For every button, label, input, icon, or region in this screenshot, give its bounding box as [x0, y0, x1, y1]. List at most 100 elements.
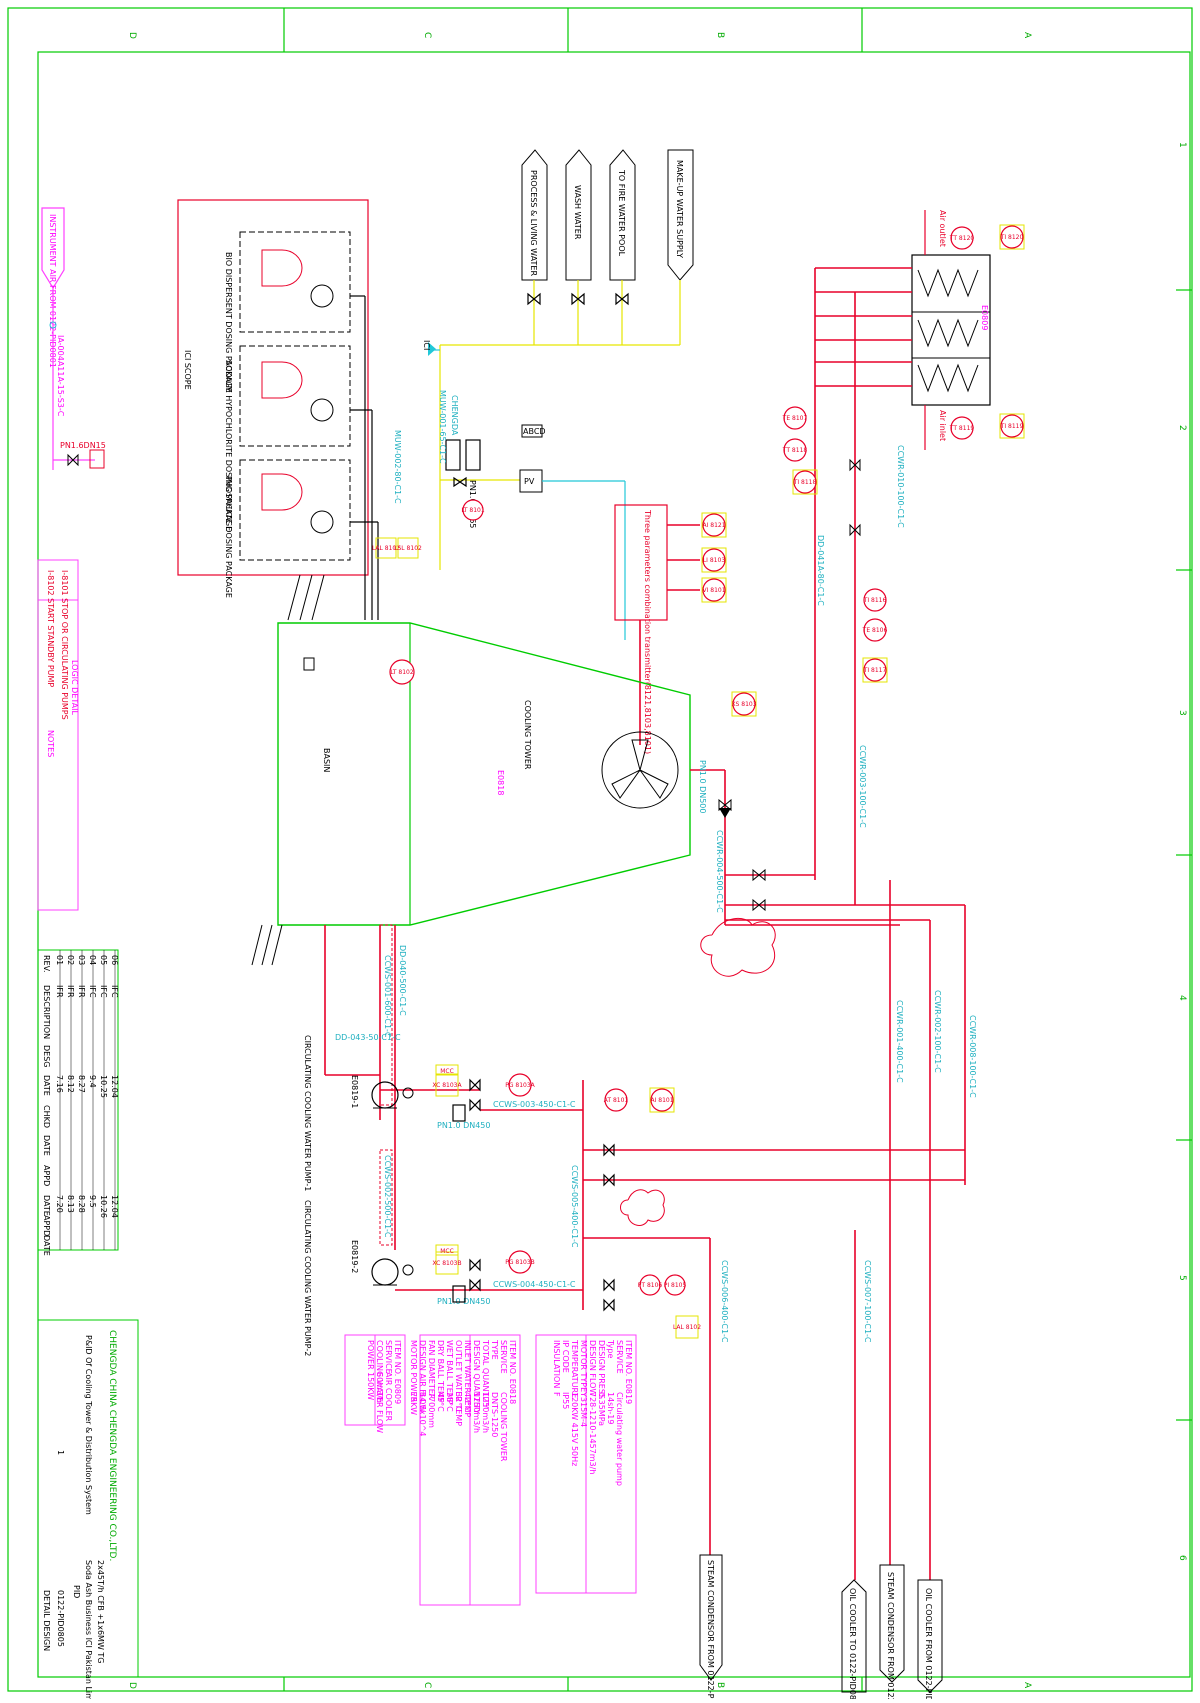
svg-text:LSL 8102: LSL 8102: [394, 545, 422, 552]
instrument-bubble: LAL 8102: [673, 1315, 701, 1339]
instrument-air-tag: PN1.6DN15: [60, 441, 106, 450]
zone-letter: C: [422, 1682, 432, 1688]
supply-1-spool: [379, 924, 393, 1106]
svg-text:AT 8101: AT 8101: [604, 1097, 629, 1104]
spec-row-value: 42°C: [463, 1392, 472, 1412]
instrument-bubble: TE 8107: [782, 406, 807, 430]
pv-label: PV: [524, 477, 535, 486]
revision-cell: 12.04: [110, 1075, 119, 1098]
svg-text:TI 8116: TI 8116: [863, 597, 887, 604]
svg-text:TI 8117: TI 8117: [863, 667, 887, 674]
instrument-air-line: IA-004A11A-15-S3-C: [56, 335, 65, 417]
destination-arrows: STEAM CONDENSOR FROM 0122-PID0801 OIL CO…: [699, 1554, 943, 1703]
spec-row-value: 728-1210-1457m3/h: [588, 1392, 597, 1474]
spec-row-label: POWER: [366, 1340, 375, 1370]
abcd-box: [521, 424, 543, 438]
spec-row-value: 1250m3/h: [472, 1392, 481, 1433]
spec-row-label: TOTAL QUANTITY: [481, 1339, 490, 1409]
svg-text:MCC: MCC: [440, 1068, 454, 1075]
revision-cell: 9.5: [88, 1195, 97, 1208]
tower-fan: [601, 731, 679, 809]
spec-row-label: DESIGN PRESS: [597, 1340, 606, 1399]
instrument-bubble: LSL 8102: [394, 537, 422, 559]
revision-cell: 12.04: [110, 1195, 119, 1218]
spec-row-value: COOLING TOWER: [499, 1392, 508, 1462]
instrument-bubble: PG 8103A: [505, 1073, 536, 1097]
instrument-bubble: MCC: [435, 1064, 459, 1076]
zone-numbers-right: 1 2 3 4 5 6: [1177, 142, 1187, 1561]
revision-cloud: [620, 1189, 665, 1226]
pn-dn500-label: PN1.0 DN500: [698, 760, 707, 814]
revision-cell: 7.16: [55, 1075, 64, 1093]
svg-text:PT 8106: PT 8106: [638, 1282, 663, 1289]
makeup-line-1: MUW-001-65-C1-C: [438, 390, 447, 464]
dosing-package-phosphate: PHOSPHATE DOSING PACKAGE: [224, 459, 351, 598]
revision-header: DATE: [42, 1195, 51, 1216]
instrument-bubble: AI 8101: [649, 1087, 675, 1113]
svg-text:MCC: MCC: [440, 1248, 454, 1255]
water-line-label: WASH WATER: [573, 185, 582, 240]
spec-row-value: 1250m3/h: [481, 1392, 490, 1433]
spec-row-label: MOTOR POWER: [409, 1340, 418, 1403]
air-cooler-coils: [917, 268, 979, 393]
supply-6-label: CCWS-006-400-C1-C: [720, 1260, 729, 1343]
zone-number: 5: [1177, 1275, 1187, 1281]
svg-text:AI 8121: AI 8121: [702, 522, 725, 529]
instrument-bubble: TI 8116: [863, 588, 887, 612]
instrument-bubble: LAL 8102: [372, 537, 400, 559]
spec-row-label: TEMPERATURE: [570, 1339, 579, 1398]
instrument-bubble: XS 8103: [731, 691, 757, 717]
valve-symbol: [849, 458, 861, 472]
instrument-bubble: TT 8120: [949, 226, 974, 250]
dosing-package-label: PHOSPHATE DOSING PACKAGE: [224, 476, 233, 598]
inner-border: [37, 51, 1191, 1678]
spec-row-label: INLET WATER TEMP: [463, 1340, 472, 1417]
dosing-package-hypochlorite: SODIUM HYPOCHLORITE DOSING PACKAGE: [224, 345, 351, 531]
zone-letter: D: [127, 32, 137, 39]
return-piping: [583, 769, 966, 1580]
revision-cell: 8.13: [66, 1195, 75, 1213]
spec-item-no: ITEM NO. E0818: [508, 1340, 517, 1404]
spec-table-pump: [535, 1334, 637, 1594]
logic-detail-box: [37, 559, 79, 911]
client-name: Soda Ash Business ICI Pakistan Limited: [84, 1560, 93, 1699]
destination-label: OIL COOLER FROM 0122-PID0802: [924, 1588, 933, 1699]
spec-row-label: DRY BALL TEMP: [436, 1340, 445, 1403]
makeup-water-piping: [439, 280, 681, 570]
spec-row-value: 32°C: [454, 1392, 463, 1412]
water-line-label: PROCESS & LIVING WATER: [529, 170, 538, 276]
valve-symbol: [718, 798, 732, 812]
revision-header: APPD: [42, 1215, 51, 1236]
revision-cell: IFR: [55, 985, 64, 998]
revision-cell: 06: [110, 955, 119, 965]
tower-title: COOLING TOWER: [523, 700, 532, 770]
instrument-bubble: MCC: [435, 1244, 459, 1256]
spec-table-aircooler: [344, 1334, 406, 1426]
valve-symbol: [752, 898, 766, 912]
zone-letter: A: [1022, 32, 1032, 39]
makeup-valves: [445, 292, 629, 488]
abcd-label: ABCD: [523, 427, 546, 436]
instrument-bubble: TI 8119: [999, 413, 1025, 439]
air-inlet-label: Air inlet: [938, 410, 947, 441]
return-10-label: CCWR-010-100-C1-C: [896, 445, 905, 528]
spec-row-value: Y315M-4: [579, 1391, 588, 1427]
revision-cell: IFC: [99, 985, 108, 998]
revision-cell: 8.27: [77, 1075, 86, 1093]
spec-row-label: DESIGN FLOW: [588, 1340, 597, 1396]
spec-row-value: 150KW: [366, 1372, 375, 1400]
revision-header: DATE: [42, 1235, 51, 1256]
supply-7-label: CCWS-007-100-C1-C: [863, 1260, 872, 1343]
drain-041-label: DD-041A-80-C1-C: [816, 535, 825, 606]
air-cooler-headers: [814, 267, 912, 880]
svg-text:LI 8103: LI 8103: [703, 557, 725, 564]
spec-row-value: 45°C: [436, 1392, 445, 1412]
pump-2-name: CIRCULATING COOLING WATER PUMP-2: [303, 1200, 312, 1356]
design-stage: DETAIL DESIGN: [42, 1590, 51, 1651]
outer-border: [7, 7, 1193, 1692]
buried-line-hatch: [251, 924, 283, 966]
water-line-label: MAKE-UP WATER SUPPLY: [675, 160, 684, 258]
revision-cell: 10.25: [99, 1075, 108, 1098]
